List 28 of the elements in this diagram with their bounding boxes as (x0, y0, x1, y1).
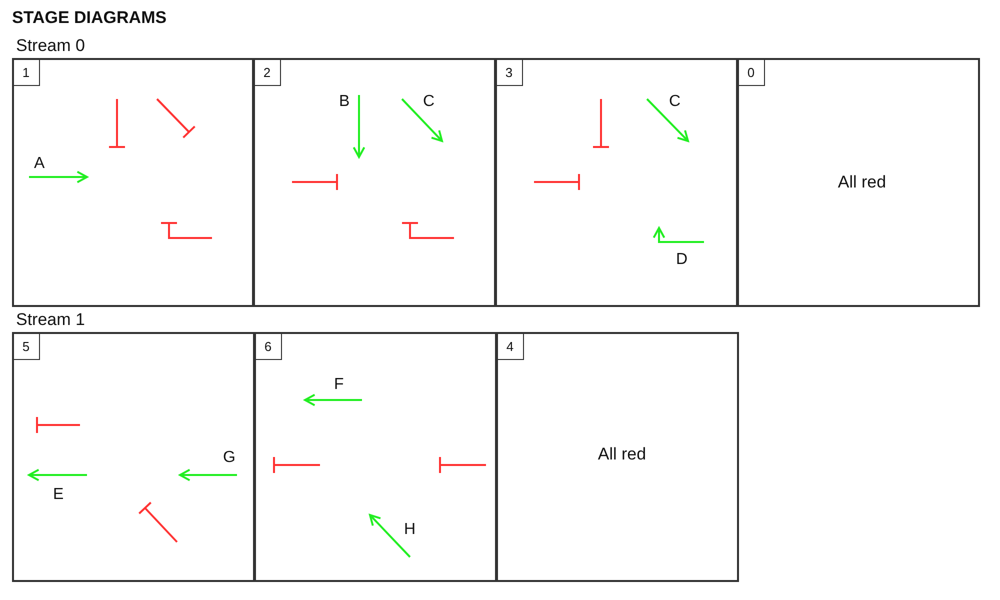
movement-letter: C (669, 94, 681, 110)
stage-panel (253, 58, 496, 307)
movement-letter: E (53, 487, 64, 503)
stage-panel (12, 332, 255, 582)
stage-panel (254, 332, 497, 582)
stage-number: 4 (497, 333, 524, 360)
stage-number: 1 (13, 59, 40, 86)
movement-letter: F (334, 377, 344, 393)
stage-panel (12, 58, 254, 307)
movement-letter: G (223, 450, 236, 466)
diagram-title: STAGE DIAGRAMS (12, 8, 167, 28)
stage-note: All red (598, 446, 646, 462)
stage-number: 5 (13, 333, 40, 360)
stream-heading: Stream 0 (16, 36, 85, 56)
stage-panel (495, 58, 738, 307)
stream-heading: Stream 1 (16, 310, 85, 330)
movement-letter: D (676, 252, 688, 268)
stage-number: 2 (254, 59, 281, 86)
stage-number: 3 (496, 59, 523, 86)
stage-number: 6 (255, 333, 282, 360)
movement-letter: H (404, 522, 416, 538)
movement-letter: B (339, 94, 350, 110)
stage-panel (737, 58, 980, 307)
movement-letter: C (423, 94, 435, 110)
stage-note: All red (838, 174, 886, 190)
stage-number: 0 (738, 59, 765, 86)
stage-panel (496, 332, 739, 582)
movement-letter: A (34, 156, 45, 172)
